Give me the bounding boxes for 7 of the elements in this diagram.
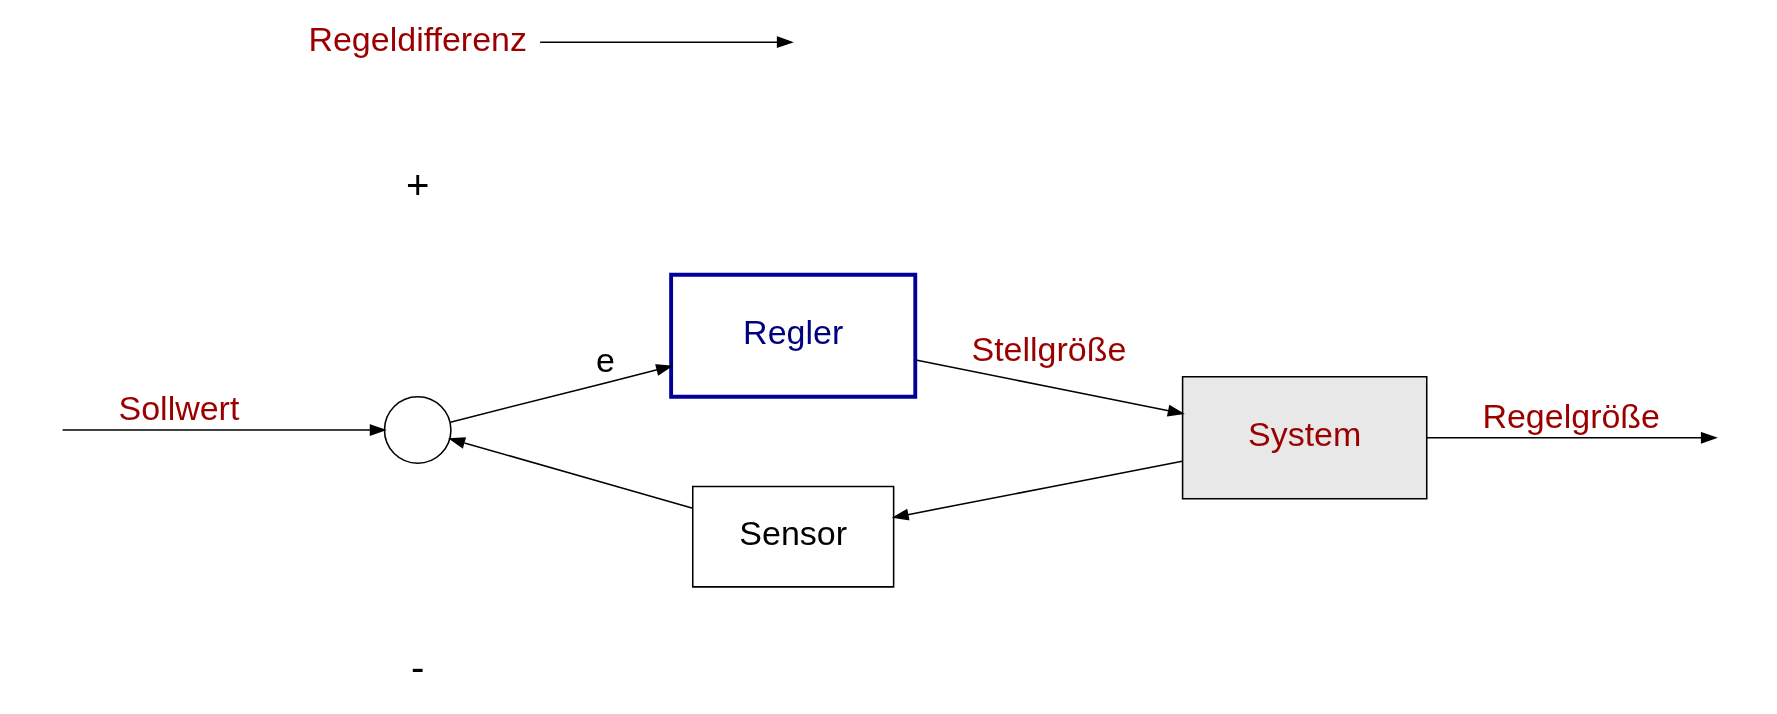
edge-label: Stellgröße: [970, 330, 1126, 369]
edge-label: Regelgröße: [1481, 396, 1660, 435]
label: +: [405, 162, 429, 208]
label: -: [410, 644, 424, 690]
edge-label: e: [595, 341, 615, 380]
edge-label: Sollwert: [118, 389, 239, 428]
node-text: Regeldifferenz: [307, 19, 527, 58]
